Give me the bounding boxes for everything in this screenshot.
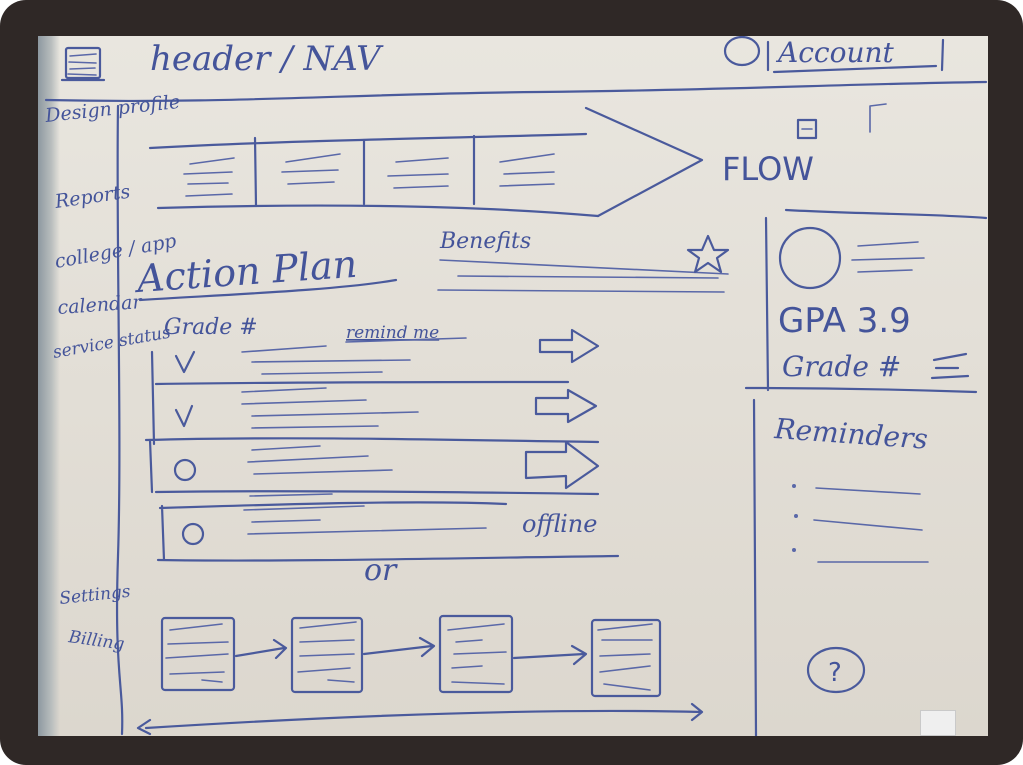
card-3[interactable] — [438, 614, 514, 694]
flow-bottom-edge — [156, 204, 600, 218]
corner-sticker — [920, 710, 956, 736]
horizontal-scroll-arrow-icon[interactable] — [136, 702, 704, 736]
sidebar-item-settings[interactable]: Settings — [58, 582, 131, 609]
flow-step-2[interactable] — [281, 153, 341, 185]
sidebar-item-calendar[interactable]: calendar — [57, 291, 144, 319]
help-button[interactable]: ? — [806, 646, 866, 694]
card-4[interactable] — [590, 618, 662, 698]
collapse-icon[interactable] — [796, 118, 818, 140]
logo-icon — [60, 46, 106, 82]
reminder-item-1[interactable] — [792, 484, 921, 495]
card-arrow-2-icon — [362, 636, 436, 658]
task-3-circle-icon — [173, 458, 197, 482]
flow-step-3[interactable] — [387, 157, 449, 189]
sidebar-divider — [115, 104, 124, 736]
task-row-3[interactable] — [148, 438, 600, 496]
resize-handle-icon — [869, 103, 887, 133]
favorite-star-icon[interactable] — [686, 234, 730, 274]
whiteboard: header / NAV Account Design profile Repo… — [38, 36, 988, 736]
card-1[interactable] — [160, 616, 236, 692]
sidebar-item-service-status[interactable]: service status — [51, 322, 172, 362]
task-row-2[interactable] — [174, 387, 598, 429]
benefits-title: Benefits — [439, 229, 531, 254]
account-button[interactable]: Account — [723, 36, 945, 74]
card-arrow-3-icon — [512, 644, 588, 666]
card-arrow-1-icon — [234, 638, 288, 660]
flow-top-edge — [148, 132, 588, 150]
card-flow — [136, 614, 704, 736]
task-3-arrow-icon[interactable] — [524, 440, 600, 490]
wireframe-sketch: header / NAV Account Design profile Repo… — [43, 36, 988, 736]
task-list-frame — [144, 350, 600, 446]
offline-label: offline — [522, 510, 597, 538]
grade-text: Grade # — [782, 350, 901, 383]
reminder-item-3[interactable] — [792, 548, 929, 563]
task-4-circle-icon — [181, 522, 205, 546]
grade-label: Grade # — [164, 315, 258, 340]
profile-card: GPA 3.9 Grade # — [744, 208, 988, 394]
task-2-checkmark-icon — [174, 404, 194, 428]
flow-step-1[interactable] — [183, 157, 235, 197]
help-icon: ? — [828, 658, 842, 688]
sidebar-item-reports[interactable]: Reports — [53, 181, 132, 213]
reminders-panel: Reminders ? — [752, 398, 929, 736]
account-label: Account — [775, 36, 895, 69]
grade-menu-icon[interactable] — [930, 352, 970, 380]
task-2-arrow-icon[interactable] — [534, 388, 598, 424]
reminders-title: Reminders — [773, 412, 929, 456]
flow-step-4[interactable] — [499, 153, 555, 187]
header-title: header / NAV — [150, 39, 384, 79]
remind-me-link[interactable]: remind me — [346, 323, 439, 343]
task-row-4-offline[interactable]: offline — [156, 493, 620, 562]
task-1-arrow-icon[interactable] — [538, 328, 600, 364]
gpa-text: GPA 3.9 — [778, 301, 911, 341]
or-separator: or — [364, 553, 398, 588]
header-divider — [44, 80, 988, 103]
sidebar-item-design-profile[interactable]: Design profile — [43, 91, 181, 127]
task-row-1[interactable] — [174, 328, 600, 375]
sidebar: Design profile Reports college / app cal… — [43, 91, 181, 736]
header: header / NAV Account — [44, 36, 988, 103]
profile-avatar-icon — [778, 226, 842, 290]
action-plan-section: Action Plan Grade # remind me — [133, 242, 704, 736]
flow-banner[interactable]: FLOW — [148, 103, 887, 218]
reminder-item-2[interactable] — [794, 514, 923, 531]
account-avatar-icon — [723, 36, 761, 67]
task-1-checkmark-icon — [174, 350, 196, 374]
flow-label: FLOW — [722, 150, 814, 188]
card-2[interactable] — [290, 616, 364, 694]
benefits-section: Benefits — [437, 229, 730, 293]
board-edge-shadow — [38, 36, 60, 736]
